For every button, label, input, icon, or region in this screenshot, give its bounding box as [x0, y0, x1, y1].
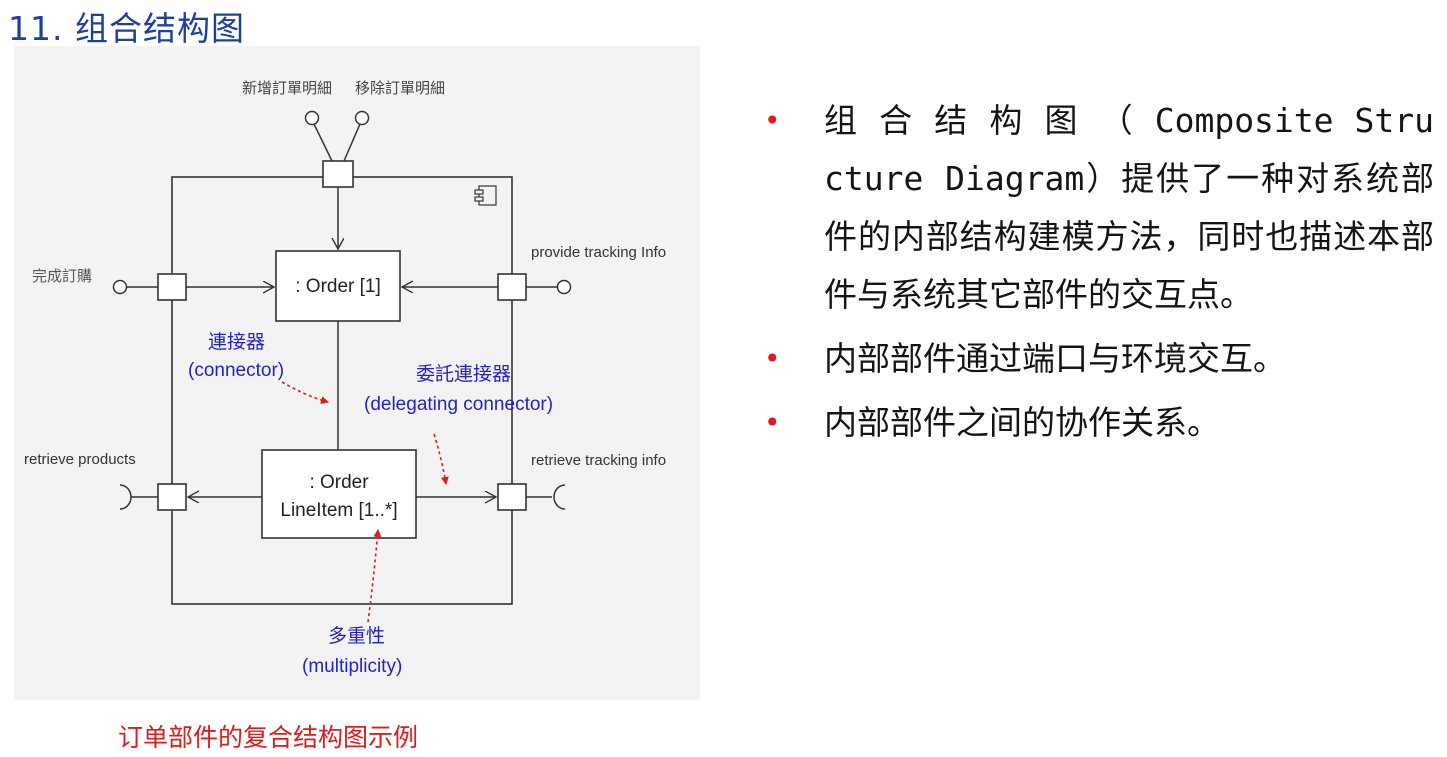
part-order-label: : Order [1] [295, 276, 381, 297]
port-right-bottom [497, 483, 527, 511]
bullet-item: • 内部部件之间的协作关系。 [762, 394, 1434, 452]
bullet-text: 内部部件通过端口与环境交互。 [824, 339, 1286, 378]
port-left-bottom [157, 483, 187, 511]
port-top-left-label: 新增訂單明細 [242, 80, 332, 97]
port-top-right-label: 移除訂單明細 [355, 80, 445, 97]
lollipop-icon [556, 279, 572, 295]
annotation-delegating-zh: 委託連接器 [416, 363, 511, 385]
annotation-delegating-arrow [433, 433, 449, 485]
component-boundary [171, 176, 513, 605]
bullet-marker: • [764, 104, 781, 137]
port-right-bottom-label: retrieve tracking info [531, 452, 666, 469]
bullet-text: 内部部件之间的协作关系。 [824, 403, 1220, 442]
port-left-bottom-label: retrieve products [24, 451, 136, 468]
part-lineitem-label-line2: LineItem [1..*] [280, 500, 397, 521]
bullet-list: • 组 合 结 构 图 （ Composite Structure Diagra… [762, 92, 1434, 458]
lollipop-icon [112, 279, 128, 295]
lollipop-icon [354, 110, 370, 126]
port-right-top [497, 273, 527, 301]
annotation-connector-en: (connector) [188, 360, 284, 381]
port-top [322, 160, 354, 188]
annotation-multiplicity-en: (multiplicity) [302, 656, 402, 677]
part-lineitem-label-line1: : Order [309, 472, 369, 493]
composite-structure-diagram: 新增訂單明細 移除訂單明細 : Order [1] 完成訂購 provide t… [14, 46, 700, 700]
component-icon [474, 185, 497, 206]
bullet-marker: • [764, 342, 781, 375]
lollipop-icon [304, 110, 320, 126]
annotation-connector-arrow [281, 381, 329, 405]
annotation-delegating-en: (delegating connector) [364, 394, 553, 415]
port-left [157, 273, 187, 301]
bullet-item: • 组 合 结 构 图 （ Composite Structure Diagra… [762, 92, 1434, 324]
port-left-label: 完成訂購 [32, 268, 92, 285]
diagram-caption: 订单部件的复合结构图示例 [118, 723, 419, 752]
socket-icon [553, 484, 566, 510]
port-right-top-label: provide tracking Info [531, 244, 666, 261]
slide-title: 11. 组合结构图 [8, 9, 245, 48]
bullet-item: • 内部部件通过端口与环境交互。 [762, 330, 1434, 388]
part-lineitem [261, 449, 417, 539]
annotation-multiplicity-arrow [367, 529, 382, 623]
annotation-multiplicity-zh: 多重性 [328, 625, 385, 647]
bullet-marker: • [764, 406, 781, 439]
socket-icon [119, 484, 132, 510]
annotation-connector-zh: 連接器 [208, 331, 265, 353]
diagram-canvas: 新增訂單明細 移除訂單明細 : Order [1] 完成訂購 provide t… [24, 80, 666, 677]
bullet-text: 组 合 结 构 图 （ Composite Structure Diagram）… [824, 101, 1434, 314]
